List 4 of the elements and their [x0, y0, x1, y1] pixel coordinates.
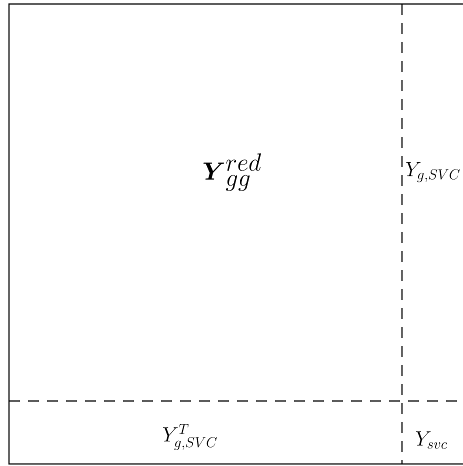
matrix-block-label: $Y_{g,SVC}$: [406, 162, 460, 182]
matrix-block-label: $Y_{g,SVC}^{T}$: [162, 424, 217, 450]
matrix-block-label: $\boldsymbol{Y}_{gg}^{red}$: [203, 153, 262, 191]
matrix-block-label: $Y_{svc}$: [416, 431, 447, 449]
